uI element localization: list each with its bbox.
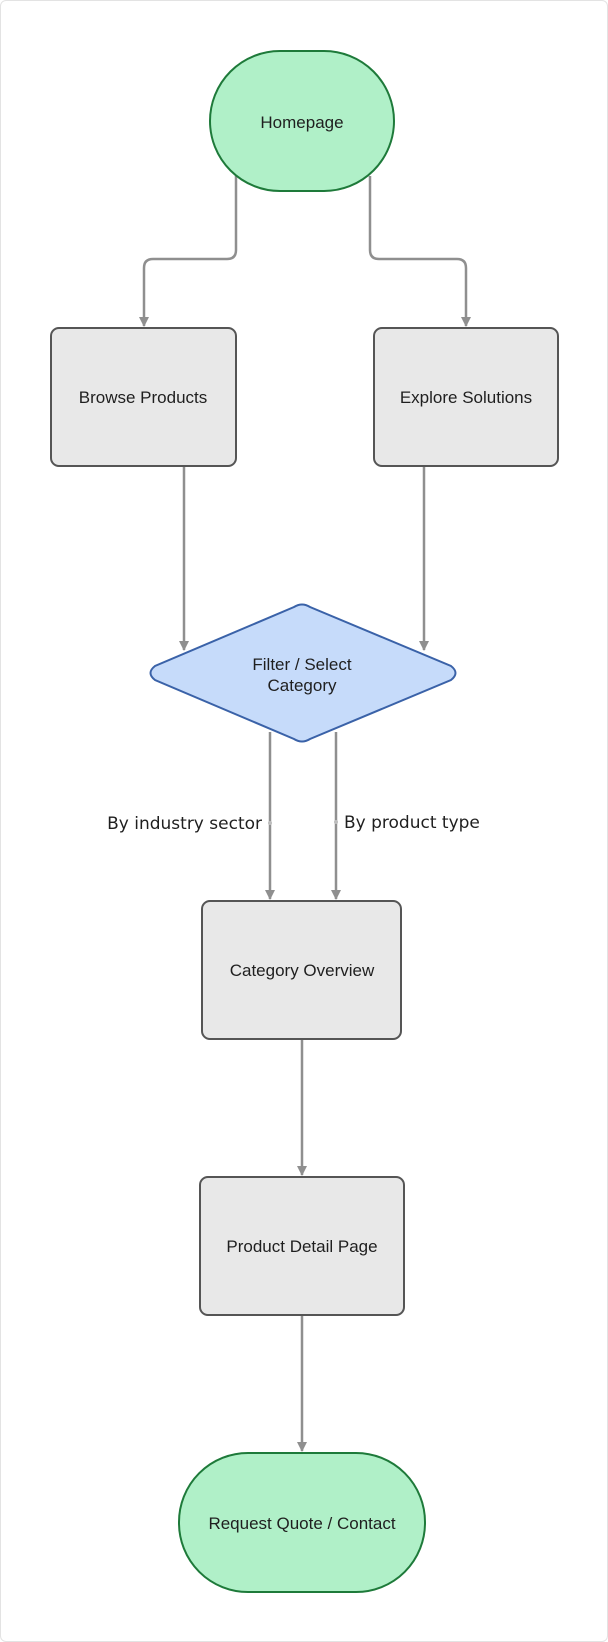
node-request-quote-contact-label: Request Quote / Contact [208,1514,395,1533]
node-browse-products-label: Browse Products [79,388,208,407]
node-filter-label-line2: Category [268,676,337,695]
node-explore-solutions: Explore Solutions [373,327,559,467]
edge-homepage-to-explore [368,176,471,327]
edges [139,176,471,1452]
edge-label-by-industry: By industry sector [107,814,262,834]
node-filter-label-line1: Filter / Select [252,655,351,674]
node-browse-products: Browse Products [50,327,237,467]
node-homepage: Homepage [209,50,395,192]
node-product-detail-page-label: Product Detail Page [226,1237,377,1256]
node-category-overview: Category Overview [201,900,402,1040]
node-request-quote-contact: Request Quote / Contact [178,1452,426,1593]
node-homepage-label: Homepage [260,113,343,132]
edge-label-by-product: By product type [344,813,480,833]
edge-labels: By industry sector By product type [107,813,480,834]
node-filter-select-category: Filter / Select Category [149,603,457,743]
node-explore-solutions-label: Explore Solutions [400,388,532,407]
node-category-overview-label: Category Overview [230,961,375,980]
edge-homepage-to-browse [139,176,238,327]
node-product-detail-page: Product Detail Page [199,1176,405,1316]
